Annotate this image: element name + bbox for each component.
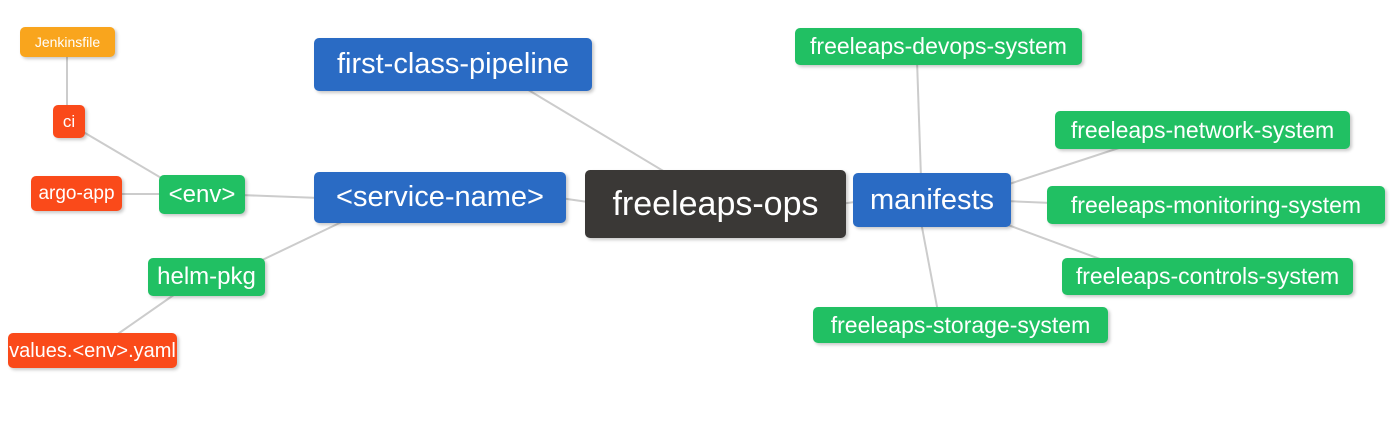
- node-freeleaps-devops-system[interactable]: freeleaps-devops-system: [795, 28, 1082, 65]
- node-values-env-yaml[interactable]: values.<env>.yaml: [8, 333, 177, 368]
- edge-env-service-name: [239, 194, 321, 199]
- edge-manifests-controls: [999, 221, 1109, 263]
- edge-manifests-network: [1002, 145, 1126, 187]
- node-freeleaps-network-system[interactable]: freeleaps-network-system: [1055, 111, 1350, 149]
- node-freeleaps-ops[interactable]: freeleaps-ops: [585, 170, 846, 238]
- node-freeleaps-controls-system[interactable]: freeleaps-controls-system: [1062, 258, 1353, 295]
- node-ci[interactable]: ci: [53, 105, 85, 138]
- edge-service-name-helm-pkg: [257, 217, 351, 263]
- node-service-name[interactable]: <service-name>: [314, 172, 566, 223]
- node-manifests[interactable]: manifests: [853, 173, 1011, 227]
- edge-helm-pkg-values: [111, 291, 179, 339]
- node-argo-app[interactable]: argo-app: [31, 176, 122, 211]
- edge-pipeline-ops: [519, 84, 671, 176]
- edge-manifests-storage: [920, 221, 939, 313]
- node-first-class-pipeline[interactable]: first-class-pipeline: [314, 38, 592, 91]
- node-helm-pkg[interactable]: helm-pkg: [148, 258, 265, 296]
- node-env[interactable]: <env>: [159, 175, 245, 214]
- edge-manifests-devops: [916, 59, 922, 179]
- node-freeleaps-monitoring-system[interactable]: freeleaps-monitoring-system: [1047, 186, 1385, 224]
- node-freeleaps-storage-system[interactable]: freeleaps-storage-system: [813, 307, 1108, 343]
- edge-manifests-monitoring: [1004, 200, 1053, 204]
- node-jenkinsfile[interactable]: Jenkinsfile: [20, 27, 115, 57]
